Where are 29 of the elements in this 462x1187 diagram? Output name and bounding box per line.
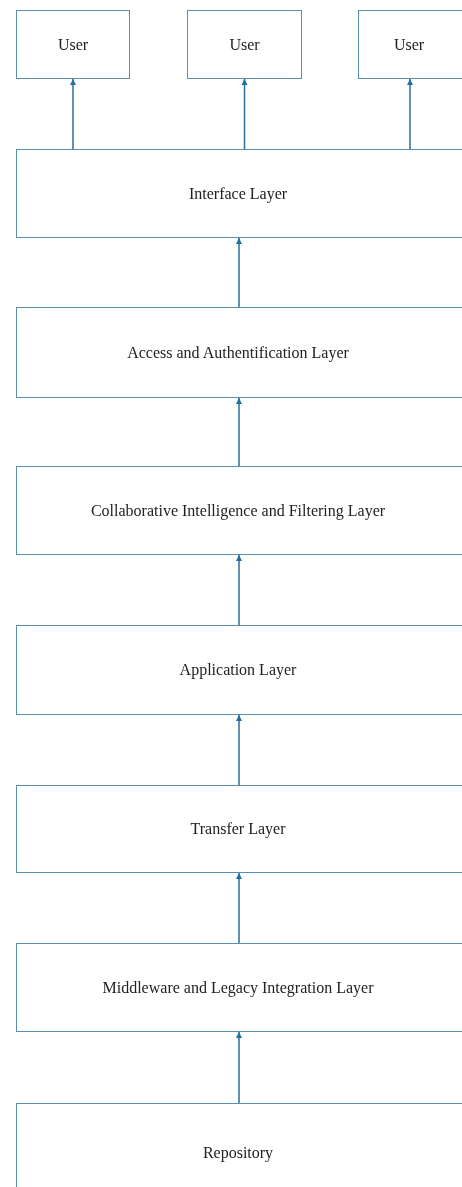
layer-box [16, 785, 462, 873]
layer-label: User [57, 34, 89, 55]
layer-box [16, 625, 462, 715]
layer-box [16, 149, 462, 238]
arrow [70, 78, 76, 150]
layer-label: Application Layer [178, 660, 298, 680]
arrow [236, 397, 242, 467]
layer-label: Transfer Layer [189, 819, 287, 839]
layer-label: Collaborative Intelligence and Filtering Layer [89, 500, 387, 521]
layer-box [187, 10, 302, 79]
arrow [407, 78, 413, 150]
layer-box [16, 466, 462, 555]
layer-label: Middleware and Legacy Integration Layer [101, 977, 375, 998]
layer-label: User [229, 34, 260, 55]
layer-box [16, 307, 462, 398]
layer-box [16, 943, 462, 1032]
arrow [236, 872, 242, 944]
arrow [241, 78, 248, 150]
arrow [236, 237, 242, 308]
layer-label: Repository [201, 1143, 275, 1163]
arrow [236, 714, 242, 786]
layer-label: User [392, 34, 426, 55]
layer-label: Interface Layer [187, 183, 289, 204]
arrow [236, 1031, 242, 1104]
layer-box [16, 1103, 462, 1187]
layer-box [358, 10, 462, 79]
layer-box [16, 10, 130, 79]
layer-label: Access and Authentification Layer [126, 342, 350, 363]
arrow [236, 554, 242, 626]
